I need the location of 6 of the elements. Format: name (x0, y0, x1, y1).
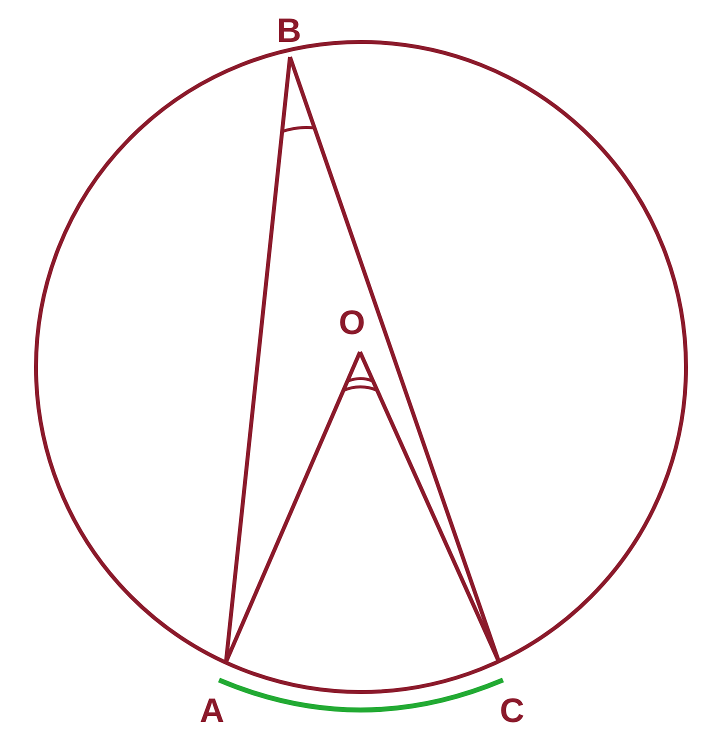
point-label: A (197, 694, 227, 728)
point-label: B (274, 14, 304, 48)
point-label: C (497, 694, 527, 728)
point-label: O (337, 306, 367, 340)
line-segment (224, 56, 292, 662)
line-segment (358, 351, 501, 663)
